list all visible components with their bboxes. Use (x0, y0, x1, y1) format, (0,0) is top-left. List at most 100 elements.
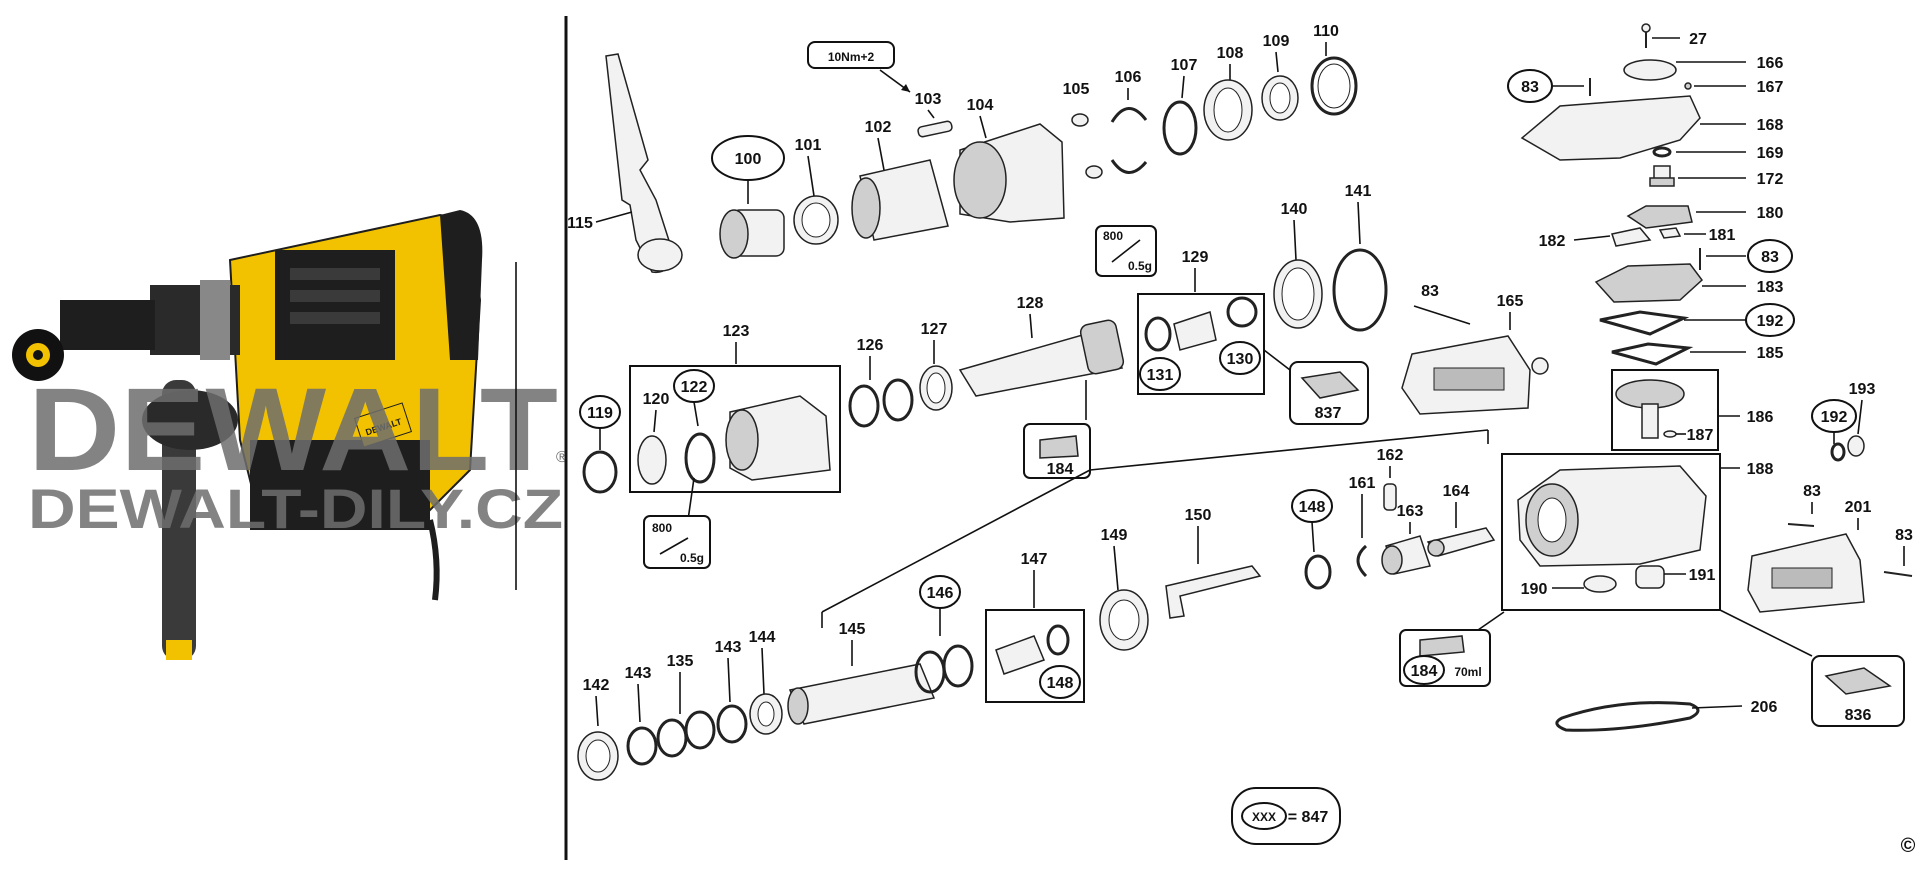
part-184: 192 (1599, 303, 1795, 337)
svg-text:144: 144 (749, 629, 776, 646)
svg-text:100: 100 (735, 151, 762, 168)
svg-text:206: 206 (1751, 699, 1778, 716)
svg-text:122: 122 (681, 379, 708, 396)
part-83-lower: 83 83 (1787, 483, 1913, 577)
part-148: 148 (1291, 489, 1333, 590)
part-145: 145 (787, 621, 936, 725)
part-104: 104 (953, 97, 1065, 223)
part-206: 206 (1555, 699, 1778, 732)
svg-text:150: 150 (1185, 507, 1212, 524)
part-100: 100 (711, 135, 785, 259)
part-126: 126 (848, 337, 914, 428)
svg-text:190: 190 (1521, 581, 1548, 598)
svg-text:119: 119 (587, 405, 613, 422)
svg-text:184: 184 (1411, 663, 1438, 680)
svg-text:83: 83 (1803, 483, 1821, 500)
svg-text:143: 143 (715, 639, 742, 656)
svg-text:163: 163 (1397, 503, 1424, 520)
svg-text:169: 169 (1757, 145, 1784, 162)
group-186 (1611, 369, 1719, 451)
part-183: 183 (1594, 263, 1784, 303)
svg-text:142: 142 (583, 677, 610, 694)
part-149: 149 (1099, 527, 1149, 651)
svg-text:102: 102 (865, 119, 892, 136)
part-147: 148 (995, 624, 1081, 699)
svg-text:145: 145 (839, 621, 866, 638)
watermark-logo: DEWALT (28, 364, 558, 496)
svg-text:130: 130 (1227, 351, 1254, 368)
part-161: 161 (1349, 475, 1375, 578)
part-119 (582, 450, 618, 494)
group-123 (629, 365, 841, 493)
svg-text:83: 83 (1521, 79, 1539, 96)
part-180: 180 (1626, 205, 1783, 229)
svg-text:185: 185 (1757, 345, 1784, 362)
svg-text:106: 106 (1115, 69, 1142, 86)
part-164: 164 (1426, 483, 1496, 557)
svg-text:70ml: 70ml (1454, 665, 1481, 679)
part-186: 187 186 (1615, 379, 1773, 444)
part-110: 110 (1310, 23, 1358, 116)
svg-text:166: 166 (1757, 55, 1784, 72)
part-142: 142 (577, 677, 619, 781)
svg-text:0.5g: 0.5g (680, 551, 704, 565)
svg-text:141: 141 (1345, 183, 1372, 200)
part-168: 168 (1520, 95, 1783, 161)
svg-text:192: 192 (1757, 313, 1784, 330)
part-140: 140 (1273, 201, 1323, 329)
svg-text:131: 131 (1147, 367, 1174, 384)
svg-text:103: 103 (915, 91, 942, 108)
part-101: 101 (793, 137, 839, 245)
part-103: 103 (915, 91, 953, 138)
svg-text:140: 140 (1281, 201, 1308, 218)
svg-text:110: 110 (1313, 23, 1339, 40)
part-185: 185 (1611, 342, 1784, 366)
part-169: 169 (1652, 145, 1784, 162)
svg-text:XXX: XXX (1252, 810, 1276, 824)
svg-text:108: 108 (1217, 45, 1244, 62)
part-162: 162 (1377, 447, 1403, 511)
svg-text:135: 135 (667, 653, 694, 670)
svg-text:109: 109 (1263, 33, 1290, 50)
svg-text:148: 148 (1299, 499, 1326, 516)
svg-text:83: 83 (1761, 249, 1779, 266)
part-143a: 143 (625, 665, 658, 766)
svg-text:836: 836 (1845, 707, 1872, 724)
svg-text:115: 115 (567, 215, 593, 232)
svg-text:120: 120 (643, 391, 670, 408)
svg-text:148: 148 (1047, 675, 1074, 692)
group-188 (1501, 453, 1721, 611)
group-147 (985, 609, 1085, 703)
svg-text:167: 167 (1757, 79, 1784, 96)
svg-text:184: 184 (1047, 461, 1074, 478)
part-192: 192 193 (1811, 381, 1876, 462)
svg-text:143: 143 (625, 665, 652, 682)
part-163: 163 (1381, 503, 1431, 575)
svg-text:172: 172 (1757, 171, 1784, 188)
svg-text:104: 104 (967, 97, 994, 114)
svg-text:0.5g: 0.5g (1128, 259, 1152, 273)
svg-text:191: 191 (1689, 567, 1716, 584)
part-165: 165 (1401, 293, 1549, 415)
part-27: 27 (1641, 23, 1707, 48)
svg-text:101: 101 (795, 137, 822, 154)
group-129 (1137, 293, 1265, 395)
svg-text:182: 182 (1539, 233, 1566, 250)
part-108: 108 (1203, 45, 1253, 141)
svg-text:183: 183 (1757, 279, 1784, 296)
torque-note: 10Nm+2 (828, 50, 875, 64)
svg-text:27: 27 (1689, 31, 1707, 48)
svg-text:192: 192 (1821, 409, 1848, 426)
torque-note-box (807, 41, 895, 69)
svg-text:127: 127 (921, 321, 948, 338)
part-181: 181 (1658, 227, 1735, 244)
part-172: 172 (1649, 165, 1784, 188)
part-107: 107 (1162, 57, 1198, 156)
svg-text:193: 193 (1849, 381, 1876, 398)
part-188: 190 191 (1517, 465, 1716, 598)
part-201: 201 (1747, 499, 1871, 613)
svg-text:149: 149 (1101, 527, 1128, 544)
part-102: 102 (851, 119, 949, 241)
svg-text:129: 129 (1182, 249, 1209, 266)
